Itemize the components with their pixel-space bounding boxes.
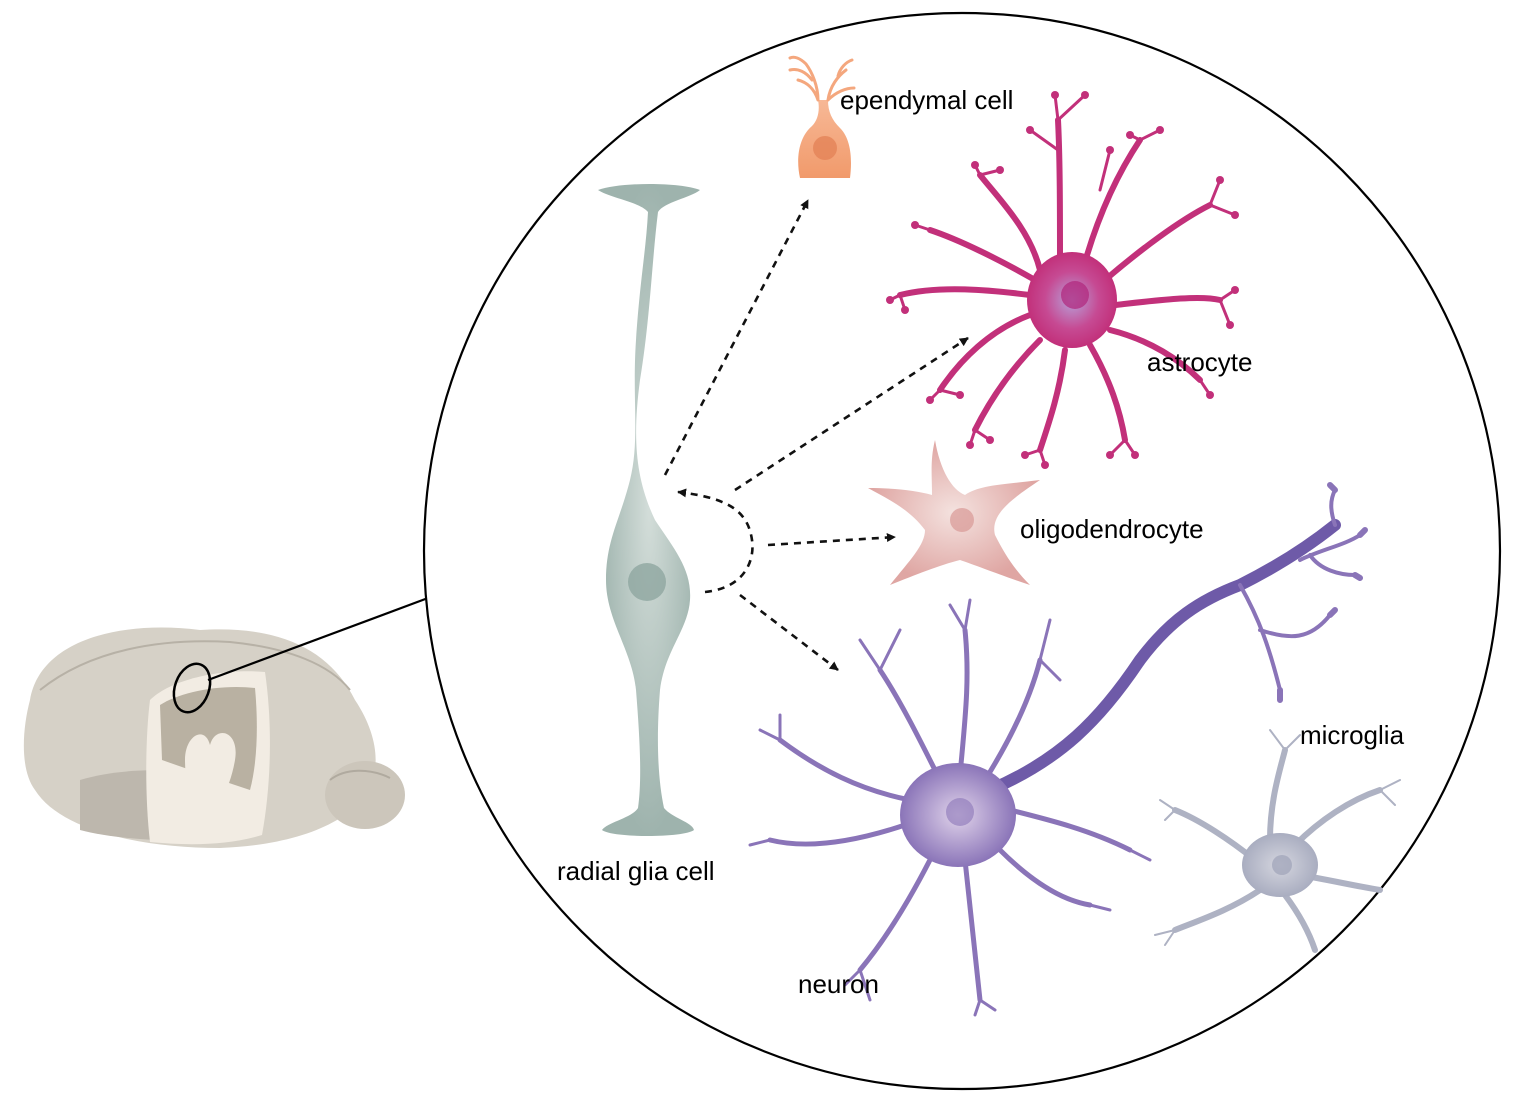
brain-illustration: [23, 596, 429, 848]
label-oligodendrocyte: oligodendrocyte: [1020, 514, 1204, 544]
microglia-cell: [1154, 729, 1401, 953]
label-microglia: microglia: [1300, 720, 1405, 750]
radial-glia-cell: [598, 184, 700, 836]
oligodendrocyte-cell: [868, 440, 1040, 585]
radial-glia-nucleus: [628, 563, 666, 601]
neuron-nucleus: [946, 798, 974, 826]
astrocyte-cell: [886, 91, 1239, 469]
arrow-back-to-radial-glia: [677, 488, 754, 594]
label-ependymal-cell: ependymal cell: [840, 85, 1013, 115]
label-radial-glia-cell: radial glia cell: [557, 856, 715, 886]
ependymal-nucleus: [813, 136, 837, 160]
neuron-cell: [748, 482, 1368, 1017]
microglia-nucleus: [1272, 855, 1292, 875]
lineage-arrows: [663, 199, 969, 672]
label-astrocyte: astrocyte: [1147, 347, 1253, 377]
oligodendrocyte-nucleus: [950, 508, 974, 532]
ependymal-cell: [788, 55, 856, 178]
arrow-to-oligodendrocyte: [767, 533, 896, 547]
astrocyte-nucleus: [1061, 281, 1089, 309]
highlight-region-marker: [172, 662, 212, 714]
label-neuron: neuron: [798, 969, 879, 999]
